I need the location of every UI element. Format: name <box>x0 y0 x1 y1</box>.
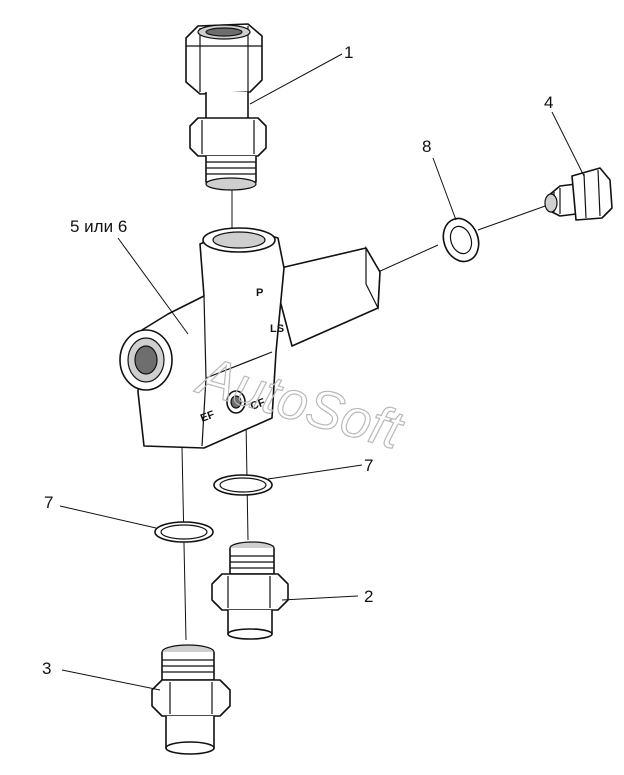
part-1-swivel-fitting <box>185 23 267 191</box>
callout-4: 4 <box>544 93 553 112</box>
callout-5-or-6: 5 или 6 <box>70 217 127 236</box>
part-2-adapter <box>211 541 289 640</box>
part-3-adapter <box>151 644 231 755</box>
leader-lines <box>59 53 585 691</box>
marking-p: P <box>256 287 263 299</box>
part-7-o-ring-lower <box>154 521 214 543</box>
marking-ef: EF <box>199 409 217 425</box>
watermark: AutoSoft <box>190 345 410 461</box>
part-7-o-ring-upper <box>213 474 273 496</box>
callout-7-lower: 7 <box>44 493 53 512</box>
part-5-6-valve-body: P LS EF CF <box>119 227 381 449</box>
marking-cf: CF <box>249 396 267 412</box>
callout-7-upper: 7 <box>364 456 373 475</box>
callout-8: 8 <box>422 137 431 156</box>
callout-3: 3 <box>42 659 51 678</box>
callout-2: 2 <box>364 587 373 606</box>
callout-1: 1 <box>344 43 353 62</box>
part-8-sealing-washer <box>442 217 480 263</box>
part-4-union-fitting <box>544 167 613 221</box>
marking-ls: LS <box>270 323 284 335</box>
